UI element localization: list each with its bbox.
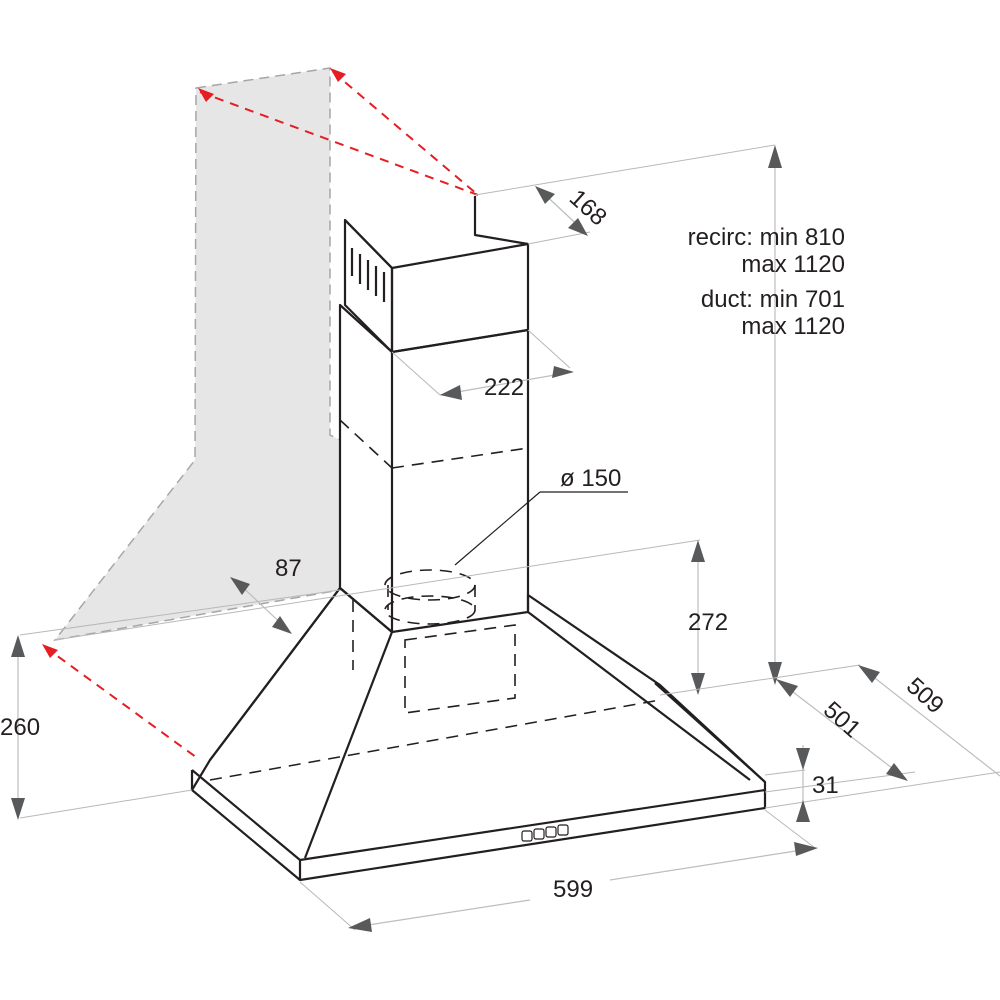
label-width: 599 (553, 876, 593, 903)
vent-slots-icon (350, 248, 386, 302)
dimension-labels: 168 222 ø 150 87 272 260 501 509 31 599 … (0, 184, 949, 903)
dimension-lines (11, 144, 1000, 932)
note-duct-max: max 1120 (741, 313, 845, 340)
chimney (338, 196, 530, 634)
label-rim-height: 31 (812, 772, 839, 799)
wall-reference-lines (42, 68, 479, 761)
control-buttons-icon (521, 824, 569, 842)
label-chimney-width: 222 (484, 374, 524, 401)
note-recirc-min: recirc: min 810 (688, 224, 845, 251)
label-wall-offset: 87 (275, 555, 302, 582)
label-hood-height: 272 (688, 609, 728, 636)
label-depth-outer: 509 (901, 672, 949, 719)
note-duct-min: duct: min 701 (701, 286, 845, 313)
label-chimney-depth: 168 (564, 184, 612, 231)
label-duct-diameter: ø 150 (560, 465, 621, 492)
label-side-height: 260 (0, 714, 40, 741)
label-depth-inner: 501 (818, 696, 866, 743)
note-recirc-max: max 1120 (741, 251, 845, 278)
hood-body (190, 569, 767, 882)
wall-silhouette (53, 67, 341, 642)
